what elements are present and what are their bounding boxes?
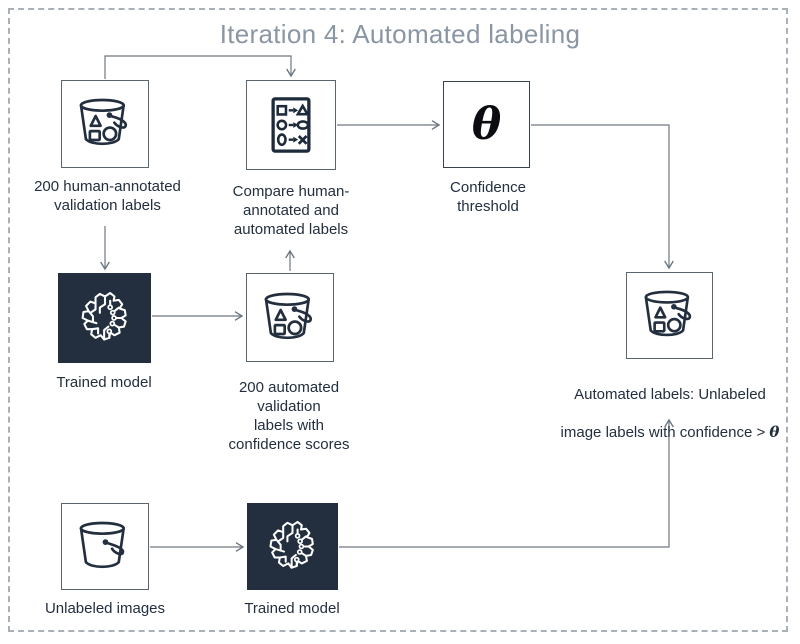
final-bucket-label-line1: Automated labels: Unlabeled: [574, 386, 766, 403]
final-bucket-label-line2: image labels with confidence >: [560, 424, 770, 441]
theta-symbol-inline: θ: [769, 423, 780, 441]
theta-symbol: θ: [471, 98, 502, 150]
automated-bucket-node: [246, 273, 334, 362]
confidence-threshold-node: θ: [443, 81, 530, 168]
compare-labels-icon: [258, 92, 324, 158]
final-bucket-label: Automated labels: Unlabeled image labels…: [540, 366, 800, 442]
validation-bucket-node: [61, 80, 149, 168]
diagram-title: Iteration 4: Automated labeling: [219, 19, 581, 49]
s3-bucket-empty-icon: [73, 515, 137, 579]
validation-bucket-label: 200 human-annotated validation labels: [34, 178, 181, 214]
ml-model-brain-icon: [74, 287, 136, 349]
connector-validation-to-compare: [104, 55, 296, 79]
trained-model-bottom-label: Trained model: [244, 600, 340, 617]
ml-model-brain-icon: [262, 516, 323, 577]
trained-model-top-node: [58, 273, 151, 363]
trained-model-bottom-node: [247, 503, 338, 590]
s3-bucket-labels-icon: [258, 286, 322, 350]
unlabeled-bucket-label: Unlabeled images: [44, 600, 166, 617]
unlabeled-bucket-node: [61, 503, 149, 590]
compare-labels-node: [246, 80, 336, 170]
automated-bucket-label: 200 automated validation labels with con…: [228, 379, 350, 453]
confidence-threshold-label: Confidence threshold: [450, 179, 526, 215]
trained-model-top-label: Trained model: [56, 374, 152, 391]
compare-labels-label: Compare human- annotated and automated l…: [232, 183, 350, 238]
s3-bucket-labels-icon: [73, 92, 137, 156]
s3-bucket-labels-icon: [638, 284, 701, 347]
final-bucket-node: [626, 272, 713, 359]
